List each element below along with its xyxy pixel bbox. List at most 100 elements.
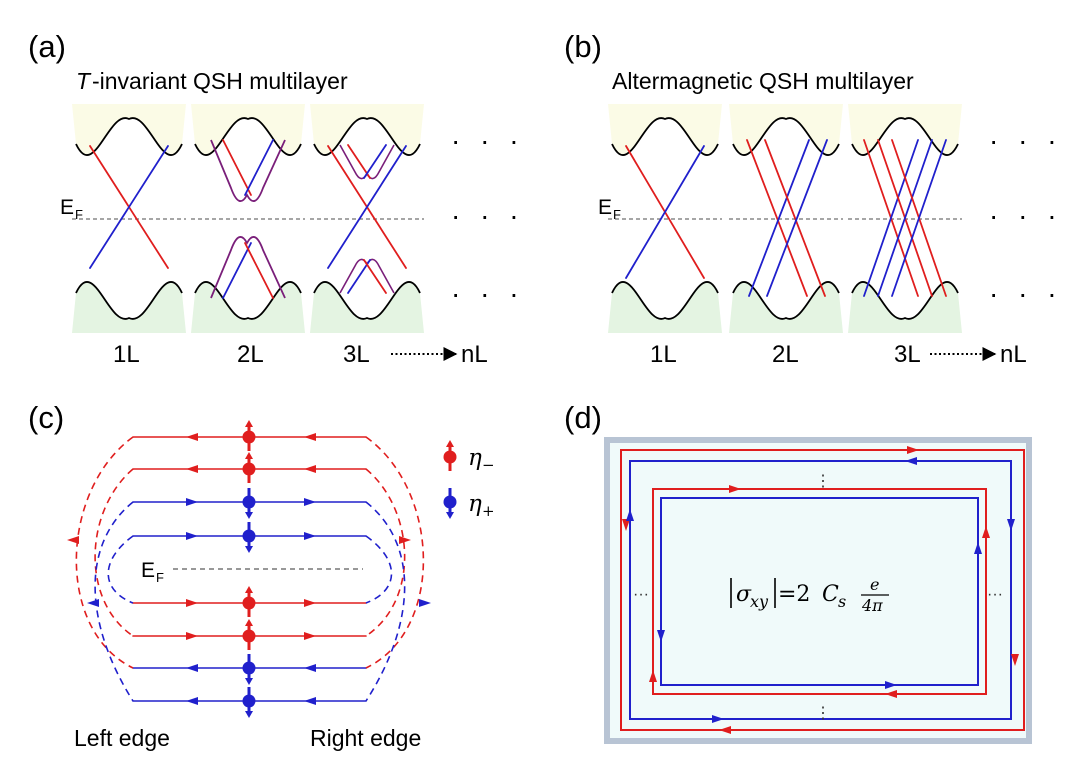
connector-left-inner [94,468,134,637]
edge-row-4-spin-arrow [245,546,253,553]
arrow-red-right [1011,654,1019,666]
a-1l-conduction-band [75,117,183,156]
b-3l-edge-blue-b [877,139,933,297]
edge-row-7-spin-ball [242,661,256,675]
panel-b-label: (b) [564,29,602,64]
a-3l-cell [310,104,424,333]
edge-row-2-arrow-left [186,465,198,473]
a-2l-valence-band [194,281,302,320]
edge-row-1-spin-arrow [245,420,253,427]
edge-row-2-arrow-right [304,465,316,473]
connector-right-blue-inner [365,535,393,604]
connector-left-marker-2 [87,599,99,607]
panel-d-label: (d) [564,400,602,435]
panel-b-layer-n: nL [1000,341,1027,368]
formula-sigma: σ [736,582,752,607]
b-1l-cell [608,104,722,333]
arrow-blue-inner-bottom [885,681,897,689]
edge-row-3-arrow-right [304,498,316,506]
panel-c-edge-states [67,420,431,718]
a-3l-valence-fill [310,281,424,333]
loop-red-inner [652,488,987,695]
connector-left-marker-1 [67,536,79,544]
b-2l-conduction-band [732,117,840,156]
a-2l-conduction-fill [191,104,305,156]
a-2l-cell [191,104,305,333]
arrow-red-inner-top [729,485,741,493]
a-1l-valence-fill [72,281,186,333]
b-2l-valence-fill [729,281,843,333]
b-1l-valence-band [611,281,719,320]
b-3l-edge-blue-c [891,139,947,297]
edge-row-1-spin-ball [242,430,256,444]
panel-b-ellipsis-top: · · · [989,125,1063,156]
edge-row-7 [132,654,367,685]
edge-row-4-arrow-left [186,532,198,540]
b-3l-cell [848,104,962,333]
loop-blue-inner [660,497,979,686]
a-3l-lower-red [363,259,387,294]
panel-a-title: -invariant QSH multilayer [92,68,348,94]
edge-row-4 [132,522,367,553]
a-2l-lower-hybrid [210,236,286,299]
arrow-blue-bottom [712,715,724,723]
b-2l-edge-blue-b [766,139,828,297]
panel-b-ellipsis-bot: · · · [989,278,1063,309]
ellipsis-left: ··· [633,586,649,603]
b-3l-edge-blue-a [863,139,919,297]
edge-row-7-arrow-left [186,664,198,672]
b-3l-valence-fill [848,281,962,333]
panel-a-title-symbol: T [76,68,92,94]
panel-b-fermi-sub: F [613,207,621,222]
panel-c-label: (c) [28,400,64,435]
ellipsis-top: ⋮ [815,473,831,490]
edge-row-2 [132,452,367,483]
frame-inner [610,443,1026,738]
b-2l-edge-red-a [746,139,808,297]
b-2l-conduction-fill [729,104,843,156]
edge-row-6-arrow-left [186,632,198,640]
legend-eta-minus-symbol: η [468,445,482,471]
ellipsis-bottom: ⋮ [815,705,831,722]
edge-row-8-spin-ball [242,694,256,708]
b-1l-edge-blue [625,145,705,279]
b-2l-edge-red-b [764,139,826,297]
edge-row-5-spin-ball [242,596,256,610]
edge-row-3-arrow-left [186,498,198,506]
panel-b-layer-2: 2L [772,341,799,368]
arrow-red-inner-bottom [885,690,897,698]
panel-b-layer-1: 1L [650,341,677,368]
edge-row-5-arrow-left [186,599,198,607]
connector-left-outer [75,436,134,669]
a-1l-cell [72,104,186,333]
panel-c-legend: η − η + [443,440,495,520]
edge-row-2-spin-arrow [245,452,253,459]
panel-a-ellipsis-mid: · · · [451,200,525,231]
a-3l-conduction-fill [310,104,424,156]
b-1l-conduction-band [611,117,719,156]
a-2l-conduction-band [194,117,302,156]
formula-c-sub: s [838,592,846,611]
panel-a-fermi-sub: F [75,207,83,222]
arrow-blue-right [1007,519,1015,531]
ellipsis-right: ··· [987,586,1003,603]
legend-eta-plus-symbol: η [468,491,482,517]
arrow-red-inner-right [982,526,990,538]
edge-row-6-spin-ball [242,629,256,643]
arrow-blue-top [905,457,917,465]
panel-d-formula: σ xy =2 C s e 4π [730,575,889,615]
panel-a-layer-2: 2L [237,341,264,368]
panel-b: (b) Altermagnetic QSH multilayer E F 1L … [564,29,1063,368]
edge-row-2-spin-ball [242,462,256,476]
panel-a-fermi-label: E [60,196,74,219]
panel-d: (d) σ xy =2 C s e 4π ··· ··· ⋮ ⋮ [564,400,1032,744]
a-3l-upper-red [347,144,371,179]
connector-right-marker-2 [399,536,411,544]
edge-row-5-spin-arrow [245,586,253,593]
connector-right-outer [365,436,425,669]
a-2l-valence-fill [191,281,305,333]
legend-eta-minus-spin-ball [443,450,457,464]
panel-b-band-cells [608,104,962,333]
arrow-blue-left [626,509,634,521]
